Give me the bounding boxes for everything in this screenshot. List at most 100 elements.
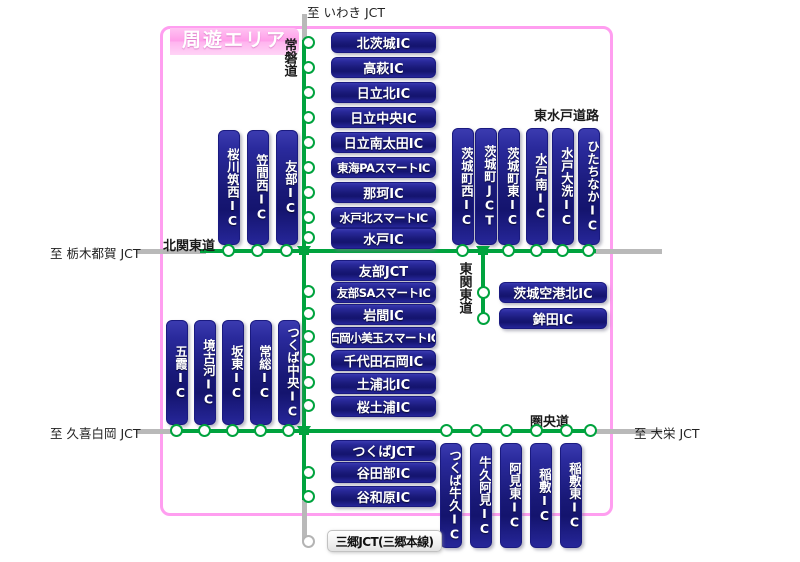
ic-box[interactable]: 友部JCT (331, 260, 436, 281)
route-node[interactable] (456, 244, 469, 257)
ken-o-west-stub-line (136, 429, 176, 434)
route-node[interactable] (530, 244, 543, 257)
route-node[interactable] (302, 186, 315, 199)
ken-o-expressway-line (172, 429, 596, 433)
route-node[interactable] (302, 161, 315, 174)
joban-north-stub-line (302, 14, 307, 44)
route-node[interactable] (251, 244, 264, 257)
route-node[interactable] (302, 330, 315, 343)
route-node[interactable] (477, 312, 490, 325)
ic-box[interactable]: 石岡小美玉スマートIC (331, 327, 436, 348)
ic-box[interactable]: 水戸北スマートIC (331, 207, 436, 228)
route-node[interactable] (302, 307, 315, 320)
ic-box[interactable]: 谷和原IC (331, 486, 436, 507)
route-node[interactable] (302, 285, 315, 298)
ic-box[interactable]: 岩間IC (331, 304, 436, 325)
route-node[interactable] (226, 424, 239, 437)
ic-box[interactable]: 牛久阿見IC (470, 443, 492, 548)
junction-marker[interactable] (297, 426, 311, 437)
ic-box[interactable]: 茨城町東IC (498, 128, 520, 245)
route-node[interactable] (280, 244, 293, 257)
ic-box[interactable]: 笠間西IC (247, 130, 269, 245)
touring-area-label: 周遊エリア (170, 28, 300, 55)
route-label-joban: 常磐道 (281, 38, 297, 77)
ic-box[interactable]: 谷田部IC (331, 462, 436, 483)
route-node[interactable] (470, 424, 483, 437)
route-node[interactable] (302, 231, 315, 244)
route-node[interactable] (198, 424, 211, 437)
ic-box[interactable]: 常総IC (250, 320, 272, 425)
ic-box[interactable]: 水戸IC (331, 228, 436, 249)
ic-box[interactable]: 日立中央IC (331, 107, 436, 128)
terminal-label-kuki-shiraoka: 至 久喜白岡 JCT (50, 426, 141, 441)
ic-box[interactable]: 五霞IC (166, 320, 188, 425)
ic-box[interactable]: つくば中央IC (278, 320, 300, 425)
route-node[interactable] (530, 424, 543, 437)
terminal-label-tochigi-tsuga: 至 栃木都賀 JCT (50, 246, 141, 261)
ic-box[interactable]: 稲敷東IC (560, 443, 582, 548)
kita-kanto-west-stub-line (136, 249, 206, 254)
ic-box[interactable]: 境古河IC (194, 320, 216, 425)
ic-box[interactable]: 友部SAスマートIC (331, 282, 436, 303)
route-node[interactable] (302, 399, 315, 412)
route-node[interactable] (440, 424, 453, 437)
junction-marker[interactable] (297, 246, 311, 257)
ic-box[interactable]: 坂東IC (222, 320, 244, 425)
route-node[interactable] (582, 244, 595, 257)
route-node[interactable] (302, 466, 315, 479)
route-node[interactable] (302, 61, 315, 74)
route-node[interactable] (500, 424, 513, 437)
joban-expressway-line (302, 40, 306, 500)
joban-south-stub-line (302, 498, 307, 541)
ic-box[interactable]: 日立北IC (331, 82, 436, 103)
route-label-kita-kanto: 北関東道 (163, 239, 216, 254)
route-node[interactable] (302, 86, 315, 99)
ic-box[interactable]: 千代田石岡IC (331, 350, 436, 371)
route-node[interactable] (302, 376, 315, 389)
route-label-higashi-mito: 東水戸道路 (534, 109, 600, 124)
terminal-box-misato-jct[interactable]: 三郷JCT(三郷本線) (327, 530, 442, 552)
ic-box[interactable]: 北茨城IC (331, 32, 436, 53)
ic-box[interactable]: 鉾田IC (499, 308, 607, 329)
route-node[interactable] (560, 424, 573, 437)
route-node[interactable] (302, 353, 315, 366)
ic-box[interactable]: 高萩IC (331, 57, 436, 78)
ic-box[interactable]: 茨城空港北IC (499, 282, 607, 303)
ic-box[interactable]: 東海PAスマートIC (331, 157, 436, 178)
route-node[interactable] (254, 424, 267, 437)
route-node[interactable] (302, 490, 315, 503)
route-node[interactable] (302, 211, 315, 224)
route-node[interactable] (222, 244, 235, 257)
ic-box[interactable]: 茨城町JCT (475, 128, 497, 245)
ic-box[interactable]: 水戸南IC (526, 128, 548, 245)
ic-box[interactable]: 茨城町西IC (452, 128, 474, 245)
ic-box[interactable]: 桜土浦IC (331, 396, 436, 417)
ic-box[interactable]: 友部IC (276, 130, 298, 245)
route-node[interactable] (477, 286, 490, 299)
ic-box[interactable]: 日立南太田IC (331, 132, 436, 153)
ic-box[interactable]: 稲敷IC (530, 443, 552, 548)
route-node[interactable] (302, 111, 315, 124)
route-node[interactable] (170, 424, 183, 437)
ic-box[interactable]: 水戸大洗IC (552, 128, 574, 245)
higashi-mito-east-stub-line (592, 249, 662, 254)
route-node[interactable] (282, 424, 295, 437)
ic-box[interactable]: 土浦北IC (331, 373, 436, 394)
route-node[interactable] (502, 244, 515, 257)
route-node[interactable] (556, 244, 569, 257)
route-node[interactable] (302, 36, 315, 49)
ic-box[interactable]: 那珂IC (331, 182, 436, 203)
ic-box[interactable]: ひたちなかIC (578, 128, 600, 245)
touring-area-boundary (160, 26, 613, 516)
route-node[interactable] (584, 424, 597, 437)
ic-box[interactable]: 桜川筑西IC (218, 130, 240, 245)
kita-kanto-expressway-line (200, 249, 596, 253)
ken-o-east-stub-line (592, 429, 662, 434)
ic-box[interactable]: 阿見東IC (500, 443, 522, 548)
junction-marker[interactable] (476, 246, 490, 257)
route-node-terminal[interactable] (302, 535, 315, 548)
route-node[interactable] (302, 136, 315, 149)
ic-box[interactable]: つくば牛久IC (440, 443, 462, 548)
ic-box[interactable]: つくばJCT (331, 440, 436, 461)
